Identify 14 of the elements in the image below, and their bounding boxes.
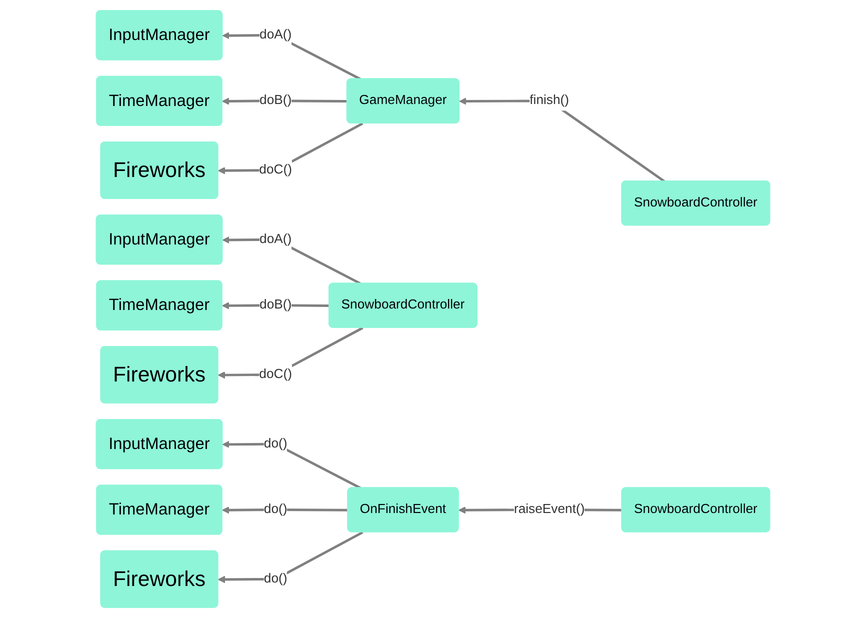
edge-label: doA()	[260, 232, 292, 246]
arrow	[222, 506, 348, 514]
edge-label: doB()	[260, 92, 292, 107]
edge-label: raiseEvent()	[514, 502, 585, 516]
edge-label: doC()	[259, 366, 292, 381]
arrow	[218, 530, 364, 583]
edge-label: doA()	[260, 27, 292, 42]
edge-label: doC()	[259, 162, 292, 176]
edge-label: do()	[264, 571, 288, 586]
edge-label: do()	[264, 436, 288, 450]
edge-label: do()	[264, 502, 288, 516]
edge-label: doB()	[260, 297, 292, 312]
edge-label: finish()	[530, 92, 570, 107]
arrow	[222, 440, 361, 489]
